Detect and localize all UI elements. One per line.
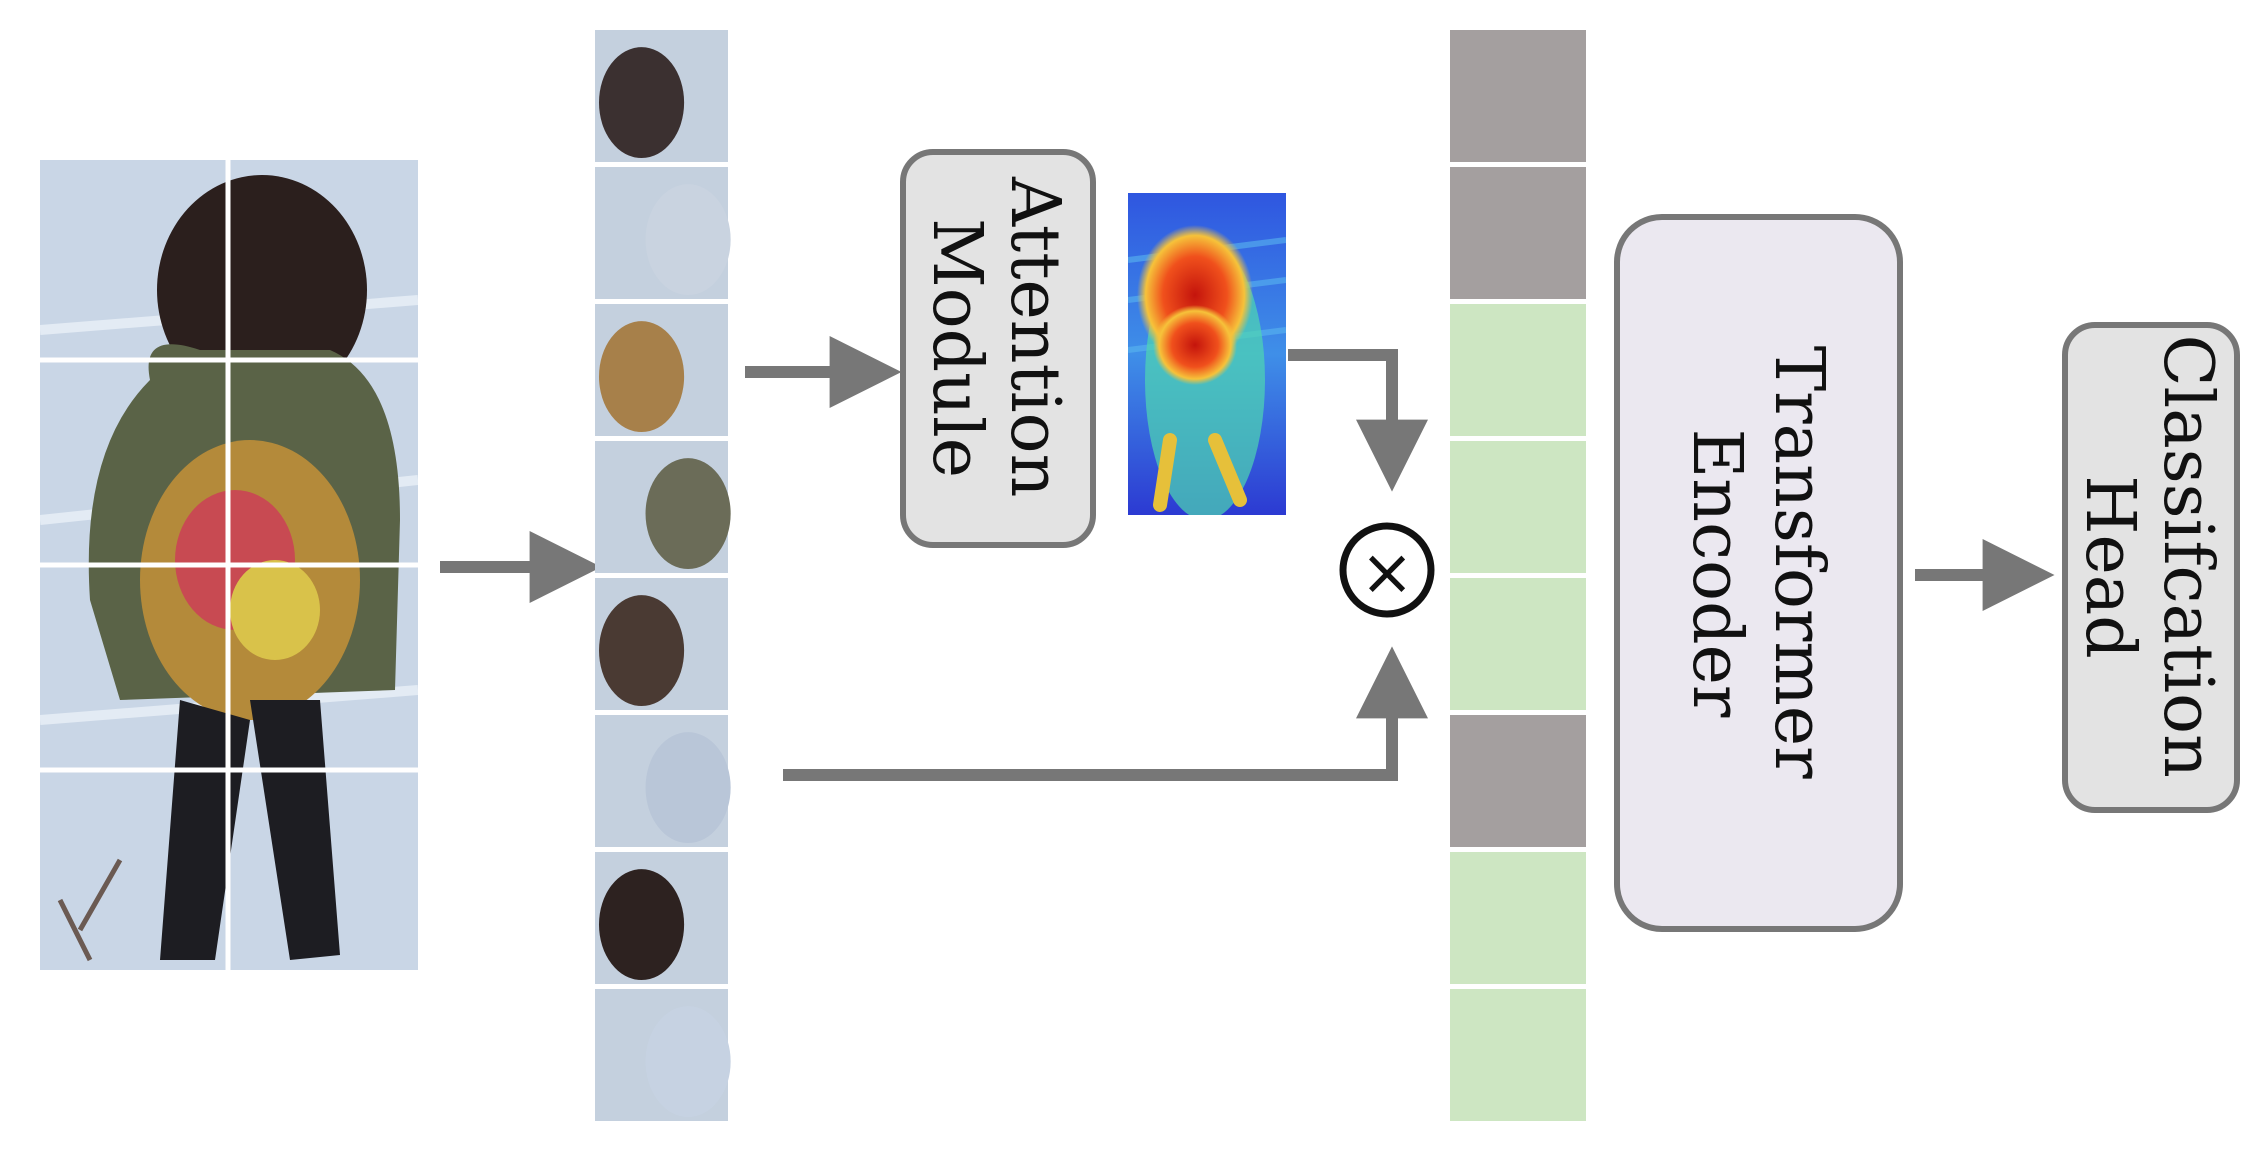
token-kept	[1450, 852, 1586, 984]
input-image	[40, 160, 418, 970]
attention-module-label-line1: Attention	[995, 176, 1074, 497]
classification-head-label-line2: Head	[2070, 475, 2149, 659]
patch-content	[598, 869, 685, 981]
multiply-symbol: ×	[1360, 536, 1414, 610]
transformer-encoder-label-line1: Transformer	[1759, 346, 1838, 779]
token-sequence	[1450, 30, 1586, 1121]
attention-module-box	[900, 149, 1096, 548]
patch-content	[645, 458, 731, 570]
hair-shape	[157, 175, 367, 405]
transformer-encoder-box	[1614, 214, 1903, 932]
patch-content	[598, 595, 685, 707]
patch-content	[598, 321, 685, 433]
classification-head-label-line1: Classifcation	[2148, 334, 2227, 777]
token-kept	[1450, 441, 1586, 573]
svg-text:Transformer Encoder: Transformer Encoder	[1677, 346, 1838, 801]
arrow-heatmap-to-multiply	[1288, 349, 1428, 492]
svg-text:Attention Module: Attention Module	[917, 176, 1074, 519]
transformer-encoder-block: Transformer Encoder	[1614, 214, 1903, 932]
attention-heatmap	[1128, 193, 1286, 515]
token-masked	[1450, 30, 1586, 162]
token-kept	[1450, 989, 1586, 1121]
classification-head-block: Classifcation Head	[2062, 322, 2240, 813]
token-masked	[1450, 715, 1586, 847]
arrow-patches-to-multiply	[783, 646, 1428, 781]
token-masked	[1450, 167, 1586, 299]
patch-content	[645, 184, 731, 296]
transformer-encoder-label-line2: Encoder	[1677, 429, 1756, 718]
attention-module-block: Attention Module	[900, 149, 1096, 548]
attention-module-label-line2: Module	[917, 218, 996, 478]
patch-content	[645, 732, 731, 844]
patch-content	[645, 1006, 731, 1118]
classification-head-box	[2062, 322, 2240, 813]
svg-text:Classifcation Head: Classifcation Head	[2070, 334, 2227, 799]
heatmap-hotspot-lower	[1153, 305, 1237, 385]
patch-sequence	[595, 30, 731, 1121]
token-kept	[1450, 578, 1586, 710]
patch-content	[598, 47, 685, 159]
circled-times-icon: ×	[1339, 522, 1435, 618]
token-kept	[1450, 304, 1586, 436]
